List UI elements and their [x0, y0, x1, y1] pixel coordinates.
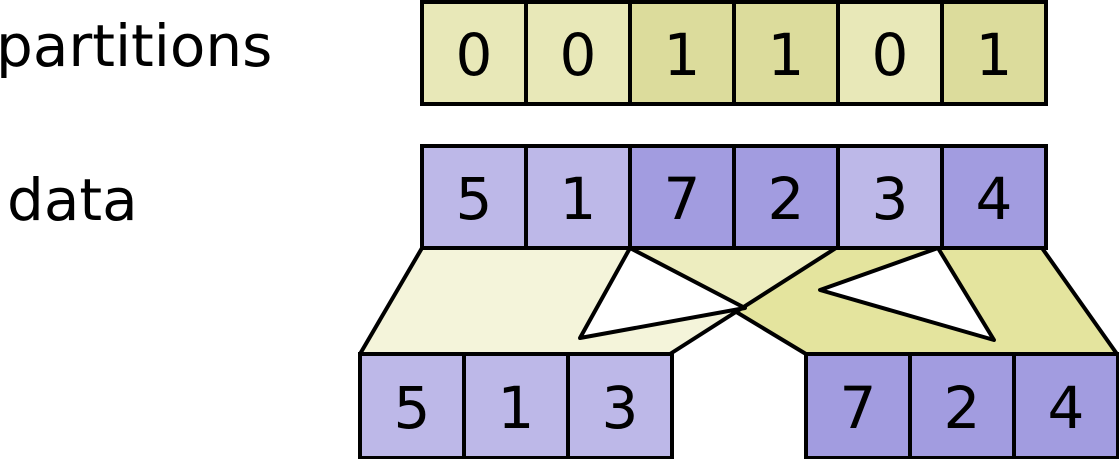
partition-value: 1 [768, 21, 805, 89]
data-value: 1 [560, 165, 597, 233]
output-partition-1-cell [1012, 352, 1119, 459]
data-cell [628, 144, 736, 250]
data-cell [836, 144, 944, 250]
output-partition-0-cell [358, 352, 466, 459]
partition-cell [628, 0, 736, 106]
band-gap-right [818, 246, 996, 342]
output-partition-1-value: 4 [1048, 374, 1085, 442]
partition-bands [358, 246, 1119, 356]
data-value: 2 [768, 165, 805, 233]
output-partition-1-cell [908, 352, 1016, 459]
output-partition-1-value: 2 [944, 374, 981, 442]
data-value: 7 [664, 165, 701, 233]
partition-value: 1 [976, 21, 1013, 89]
output-partition-0-value: 5 [394, 374, 431, 442]
partitions-label: partitions [0, 12, 272, 80]
data-cell [420, 144, 528, 250]
data-value: 4 [976, 165, 1013, 233]
partition-cell [836, 0, 944, 106]
partition-value: 1 [664, 21, 701, 89]
partition-value: 0 [872, 21, 909, 89]
data-value: 5 [456, 165, 493, 233]
partition-cell [732, 0, 840, 106]
data-value: 3 [872, 165, 909, 233]
data-label: data [7, 166, 138, 234]
partition-value: 0 [456, 21, 493, 89]
data-cell [940, 144, 1048, 250]
band-gap-left [578, 246, 747, 340]
partition-value: 0 [560, 21, 597, 89]
output-partition-0-cell [566, 352, 674, 459]
data-cell [732, 144, 840, 250]
partition-cell [524, 0, 632, 106]
partition-cell [940, 0, 1048, 106]
output-partition-0-value: 3 [602, 374, 639, 442]
output-partition-0-value: 1 [498, 374, 535, 442]
output-partition-1-value: 7 [840, 374, 877, 442]
output-partition-1-cell [804, 352, 912, 459]
